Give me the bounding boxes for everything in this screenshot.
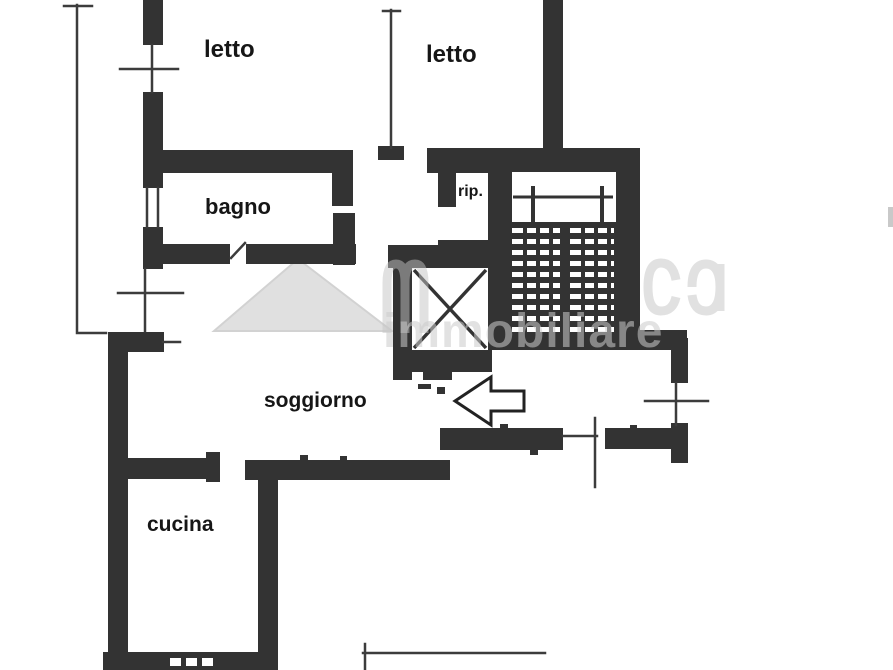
right-edge-mark <box>888 207 893 227</box>
door-symbol-bathroom <box>229 241 247 260</box>
entrance-arrow-icon <box>452 374 526 428</box>
room-label-kitchen: cucina <box>147 513 214 536</box>
walls <box>103 0 688 670</box>
partition-bedrooms <box>381 8 402 150</box>
door-symbol-entrance <box>561 416 599 489</box>
window-symbol-bathroom <box>145 186 160 229</box>
window-symbol-hall <box>116 267 185 333</box>
balcony-line-left <box>62 3 108 335</box>
balcony-line-bottom <box>361 642 547 670</box>
watermark-text: immobiliare <box>383 305 663 358</box>
room-label-bedroom2: letto <box>426 41 477 68</box>
room-label-bathroom: bagno <box>205 194 271 219</box>
room-label-bedroom1: letto <box>204 36 255 63</box>
stair-rail <box>513 186 613 227</box>
watermark-triangle-logo <box>211 257 395 332</box>
door-symbol-landing <box>643 381 710 427</box>
window-symbol-bedroom1 <box>118 43 180 94</box>
staircase-symbol <box>504 172 630 350</box>
room-label-storage: rip. <box>458 183 483 200</box>
watermark-letters <box>382 258 725 333</box>
room-label-living-room: soggiorno <box>264 389 367 412</box>
